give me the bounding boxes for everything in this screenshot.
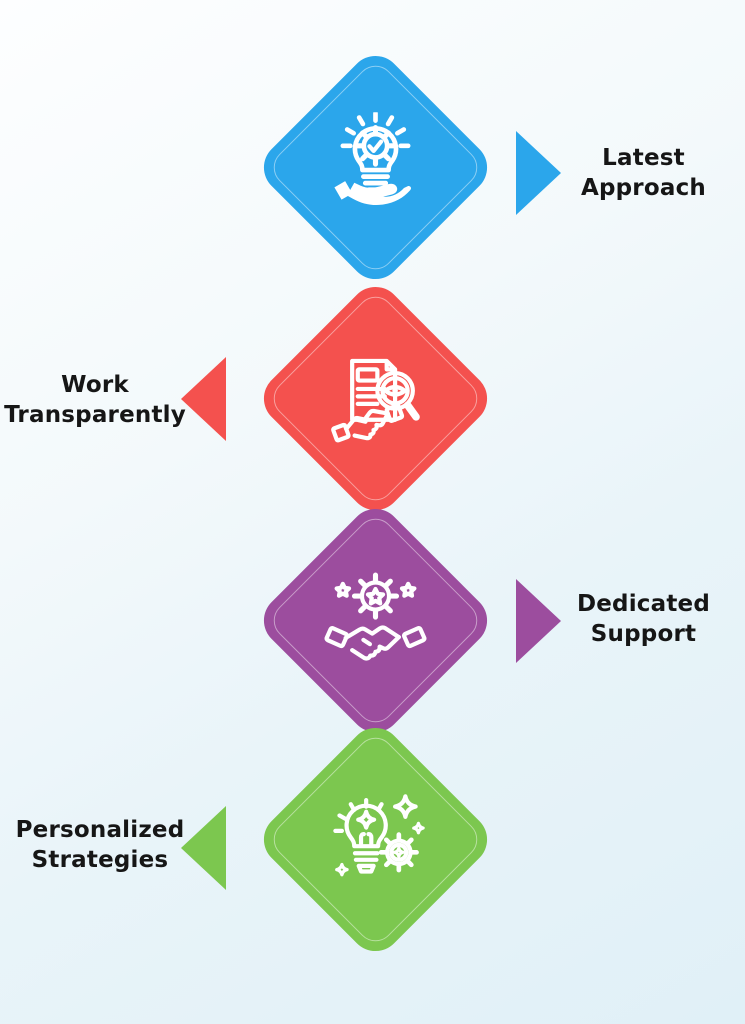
document-magnifier-eye-handshake-icon [320,343,432,455]
gear-star-handshake-icon [320,565,432,677]
diamond-dedicated-support [253,498,498,743]
bulb-sparkle-gear-icon [320,784,432,896]
diamond-personalized-strategies [253,717,498,962]
hand-holding-idea-bulb-icon [320,111,432,224]
step-label-personalized-strategies: Personalized Strategies [15,817,185,873]
step-label-latest-approach: Latest Approach [580,145,706,201]
diamond-latest-approach [253,45,498,290]
diamond-work-transparently [253,276,498,521]
step-label-dedicated-support: Dedicated Support [576,591,711,647]
step-label-work-transparently: Work Transparently [4,372,186,428]
